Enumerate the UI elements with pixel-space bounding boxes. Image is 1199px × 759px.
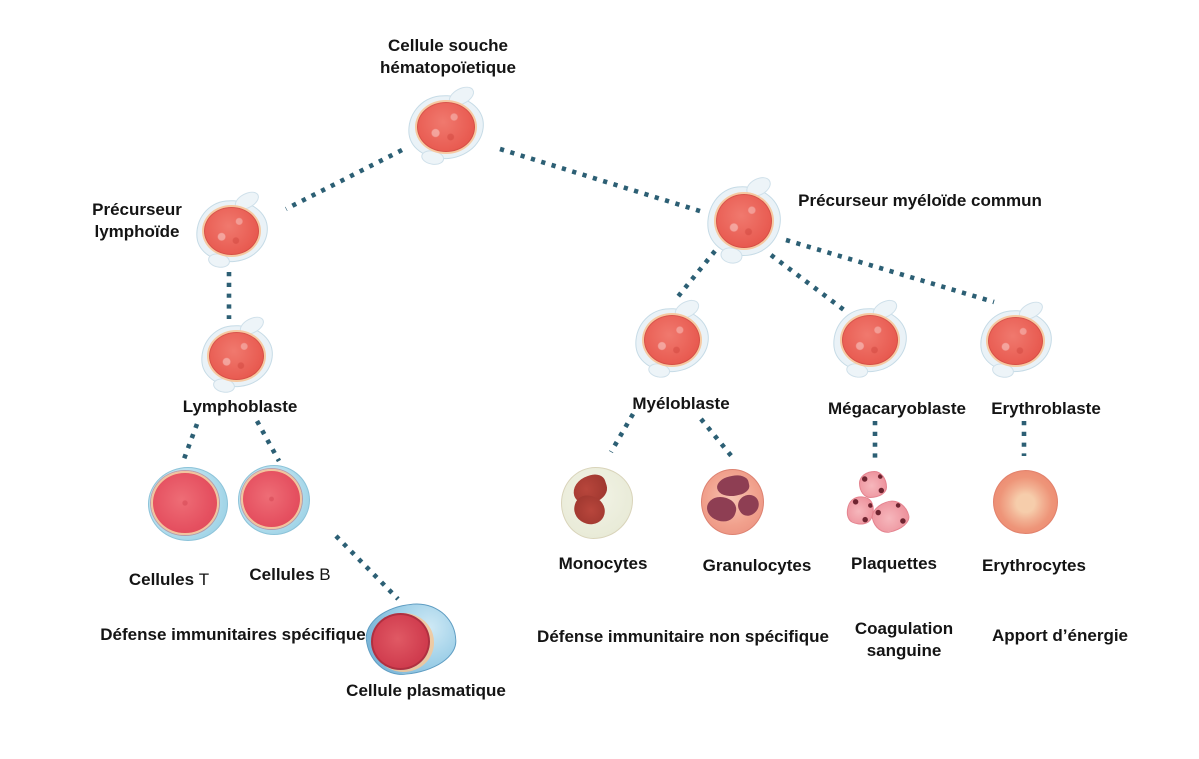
specific-immune-defense-label: Défense immunitaires spécifique [100,625,366,644]
connector-myeloid-to-myeloblast [674,249,717,301]
myeloblast-image [631,304,713,376]
platelets-image [842,468,912,536]
b-cells-label: Cellules B [249,564,330,585]
monocytes-label: Monocytes [558,554,648,573]
platelet-blob [859,471,887,498]
connector-stem-to-myeloid [499,146,704,215]
lymphoblast-image [197,321,277,391]
platelet-blob [869,497,912,536]
erythrocyte-image [993,470,1058,534]
coagulation-label-line1: Coagulation [854,619,954,638]
cell-nucleus [241,468,302,530]
b-cell-image [238,465,310,535]
connector-lymphoblast-to-tcell [181,423,200,460]
cell-nucleus [713,191,774,251]
stem-cell-image [404,91,488,163]
connector-myeloblast-to-granulocyte [699,417,735,460]
connector-myeloid-to-megakaryoblast [769,253,850,315]
myeloblast-label: Myéloblaste [632,394,730,413]
cell-nucleus [986,314,1046,368]
t-cells-label-letter: T [198,570,210,589]
granulocytes-label: Granulocytes [702,556,812,575]
connector-stem-to-lymphoid [284,147,404,212]
granulocyte-image [701,469,764,535]
lymphoblast-label: Lymphoblaste [182,397,298,416]
b-cells-label-word: Cellules [249,565,315,584]
lymphoid-precursor-label: Précurseur lymphoïde [92,199,182,243]
stem-cell-nucleus [414,100,477,155]
megakaryoblast-label: Mégacaryoblaste [828,399,966,418]
nonspecific-immune-defense-label: Défense immunitaire non spécifique [537,627,829,646]
monocyte-image [561,467,633,539]
lymphoid-precursor-label-line2: lymphoïde [94,222,180,241]
lymphoid-precursor-label-line1: Précurseur [92,200,182,219]
platelets-label: Plaquettes [851,554,937,573]
t-cells-label-word: Cellules [128,570,195,589]
megakaryoblast-image [829,304,911,376]
erythroblast-label: Erythroblaste [991,399,1101,418]
stem-cell-label-line1: Cellule souche [388,36,508,55]
b-cells-label-letter: B [319,565,331,584]
plasma-cell-label: Cellule plasmatique [346,681,506,700]
myeloid-precursor-label: Précurseur myéloïde commun [798,191,1042,210]
cell-nucleus [370,613,431,671]
erythroblast-image [976,306,1056,376]
cell-nucleus [207,329,267,383]
connector-lymphoblast-to-bcell [254,419,282,463]
stem-cell-label-line2: hématopoïetique [379,58,517,77]
cell-nucleus [641,313,702,368]
stem-cell-label: Cellule souche hématopoïetique [380,35,516,79]
cell-nucleus [839,313,900,368]
connector-bcell-to-plasma [334,534,400,601]
t-cells-label: Cellules T [129,569,209,590]
t-cell-image [148,467,228,541]
myeloid-precursor-image [703,182,785,260]
coagulation-label-line2: sanguine [866,641,942,660]
lymphoid-precursor-image [192,196,272,266]
connector-myeloid-to-erythroblast [785,237,995,305]
coagulation-label: Coagulation sanguine [855,618,953,662]
cell-nucleus [202,204,262,258]
energy-supply-label: Apport d’énergie [991,626,1129,645]
erythrocytes-label: Erythrocytes [982,556,1086,575]
connector-myeloblast-to-monocyte [609,412,635,454]
cell-nucleus [151,470,219,535]
plasma-cell-image [363,600,459,678]
